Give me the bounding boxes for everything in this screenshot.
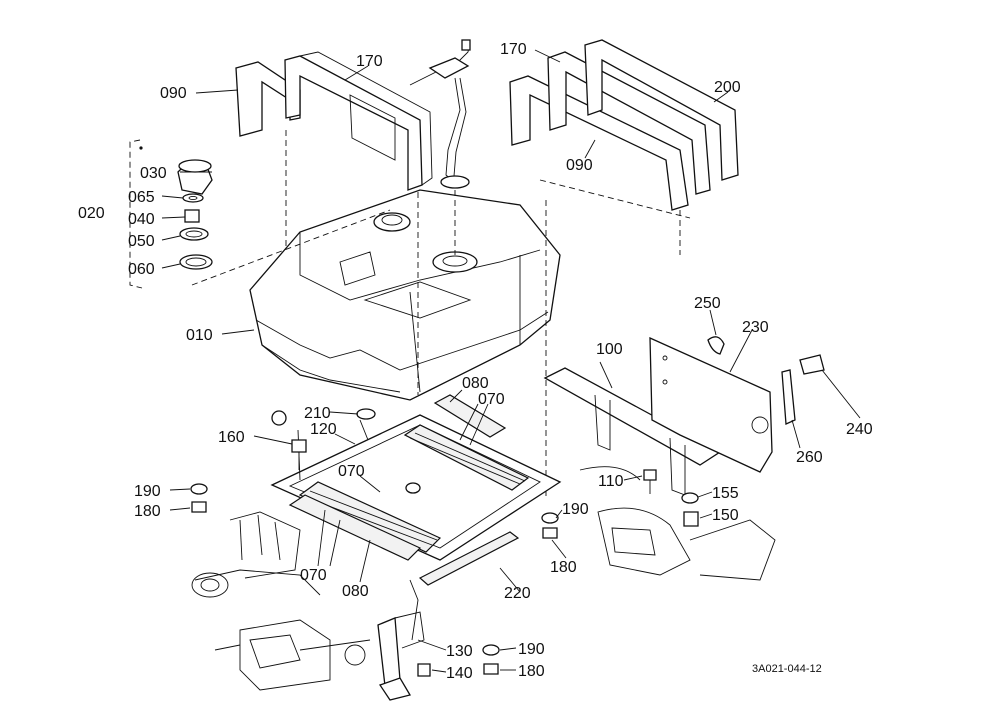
lower-bracket	[377, 579, 425, 701]
label-240: 240	[846, 421, 873, 438]
label-190-left: 190	[134, 483, 161, 500]
label-160: 160	[218, 429, 245, 446]
label-010: 010	[186, 327, 213, 344]
fuel-tank	[249, 189, 561, 401]
label-210: 210	[304, 405, 331, 422]
fuel-gauge-sender	[409, 39, 471, 255]
label-260: 260	[796, 449, 823, 466]
drawing-reference-code: 3A021-044-12	[752, 663, 822, 675]
label-020: 020	[78, 205, 105, 222]
label-090-left: 090	[160, 85, 187, 102]
label-170-left: 170	[356, 53, 383, 70]
label-130: 130	[446, 643, 473, 660]
leader-lines	[161, 49, 861, 673]
label-090-right: 090	[566, 157, 593, 174]
label-050: 050	[128, 233, 155, 250]
label-120: 120	[310, 421, 337, 438]
label-030: 030	[140, 165, 167, 182]
label-230: 230	[742, 319, 769, 336]
label-180-left: 180	[134, 503, 161, 520]
label-080-top: 080	[462, 375, 489, 392]
label-070-top: 070	[478, 391, 505, 408]
label-250: 250	[694, 295, 721, 312]
label-150: 150	[712, 507, 739, 524]
tractor-chassis-sketch	[191, 466, 776, 691]
label-100: 100	[596, 341, 623, 358]
label-040: 040	[128, 211, 155, 228]
label-220: 220	[504, 585, 531, 602]
label-180-bottom: 180	[518, 663, 545, 680]
label-190-middle: 190	[562, 501, 589, 518]
rubber-cushions	[288, 394, 530, 561]
label-180-middle: 180	[550, 559, 577, 576]
part-labels: 090 170 170 200 090 030 065 020 040 050 …	[78, 41, 873, 682]
label-190-bottom: 190	[518, 641, 545, 658]
tank-band-left	[235, 51, 433, 395]
label-070-bottom: 070	[300, 567, 327, 584]
label-140: 140	[446, 665, 473, 682]
label-070-middle: 070	[338, 463, 365, 480]
label-200: 200	[714, 79, 741, 96]
fasteners	[190, 408, 699, 677]
label-065: 065	[128, 189, 155, 206]
tank-bracket-right	[543, 336, 825, 496]
label-060: 060	[128, 261, 155, 278]
tank-band-right	[509, 39, 739, 500]
label-110: 110	[598, 473, 624, 490]
label-170-right: 170	[500, 41, 527, 58]
label-155: 155	[712, 485, 739, 502]
label-080-bottom: 080	[342, 583, 369, 600]
